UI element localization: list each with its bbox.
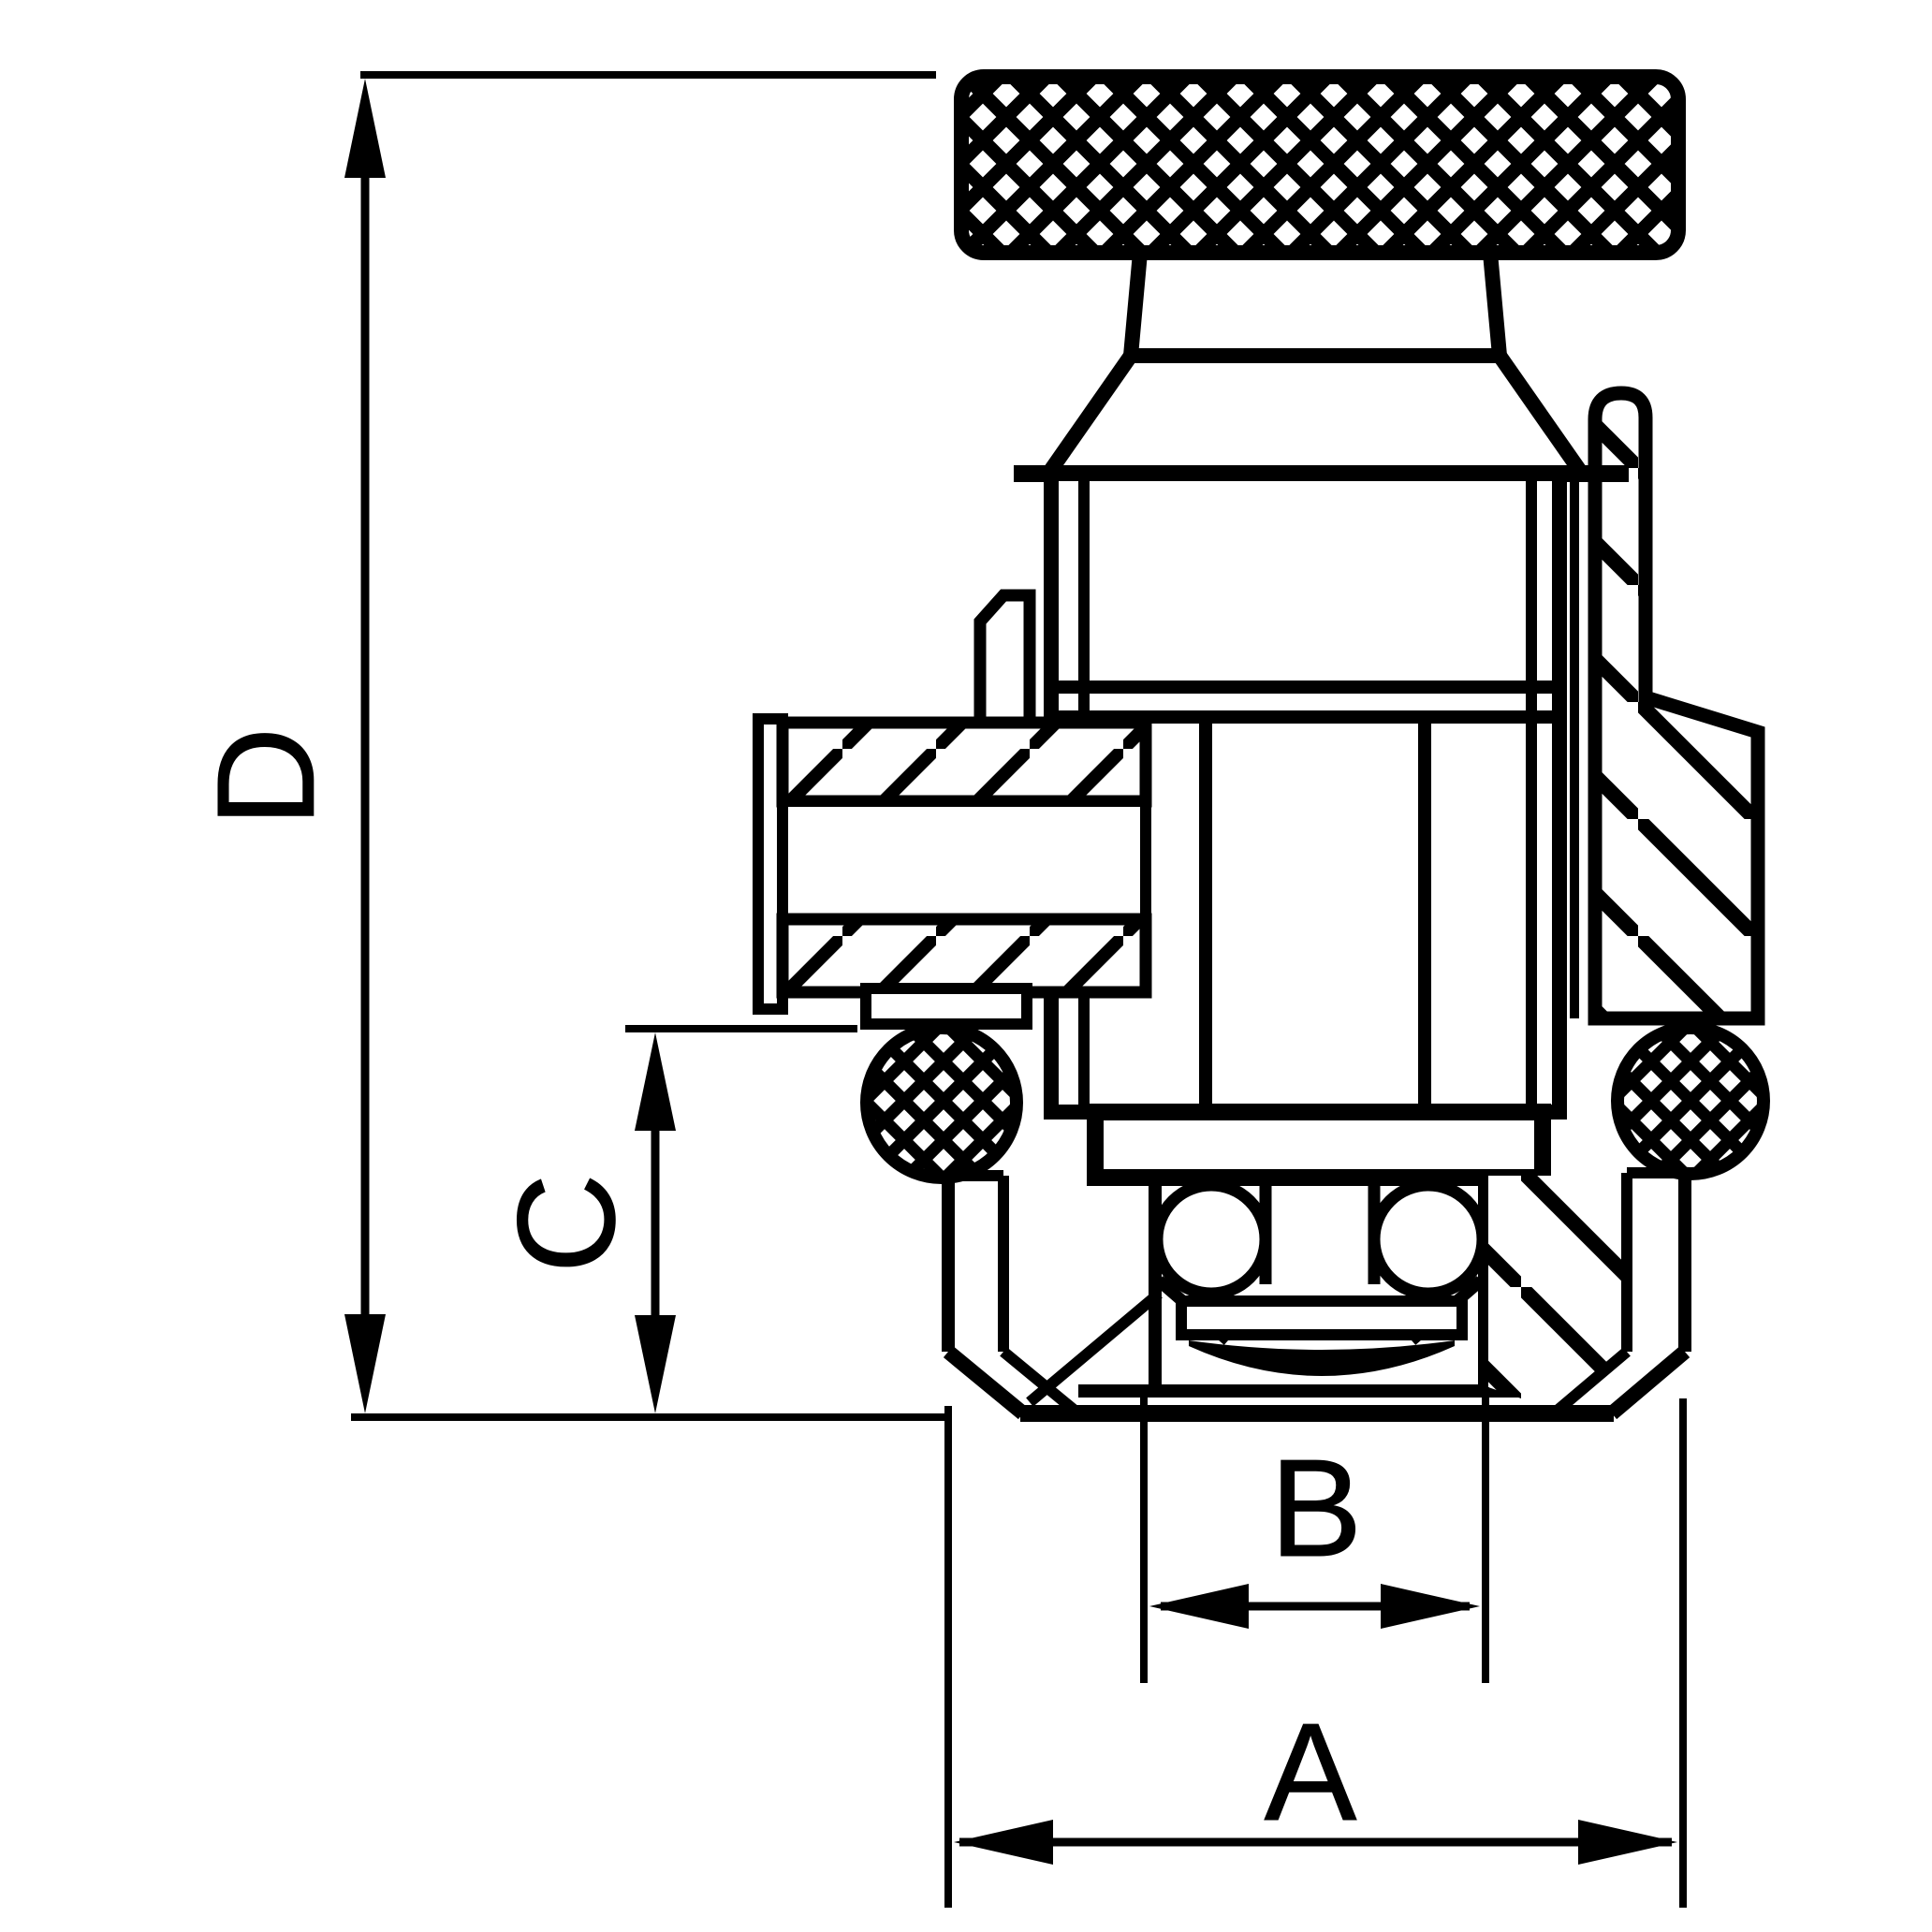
arrowhead-a-right	[1578, 1820, 1677, 1865]
dimension-a-label: A	[1265, 1695, 1357, 1850]
ball-seats	[1078, 1178, 1561, 1398]
dimension-c: C	[489, 1032, 676, 1413]
arrowhead-c-up	[635, 1032, 676, 1131]
dimension-b: B	[1149, 1431, 1480, 1629]
port-lower-flange	[860, 983, 1032, 1030]
port-bore	[777, 796, 1151, 925]
seat-lens	[1189, 1340, 1455, 1376]
hex-left-chamfer-inner	[1000, 1347, 1082, 1418]
port-top-wall-section	[776, 716, 1152, 808]
arrowhead-b-left	[1149, 1584, 1249, 1629]
knob-knurled-section	[954, 69, 1686, 260]
extension-lines	[351, 71, 1687, 1908]
arrowhead-a-left	[954, 1820, 1053, 1865]
washer	[1087, 1104, 1551, 1186]
o-ring-right	[1611, 1021, 1770, 1180]
side-port	[753, 713, 1152, 1030]
hex-right-chamfer-outer	[1606, 1345, 1690, 1420]
stem-neck	[1122, 245, 1508, 363]
o-ring-left	[860, 1021, 1023, 1184]
dimension-d: D	[188, 79, 386, 1413]
port-bottom-wall-section	[776, 913, 1152, 999]
dimension-b-label: B	[1270, 1431, 1363, 1586]
ball-right	[1368, 1178, 1489, 1300]
hex-right-chamfer-inner	[1550, 1347, 1631, 1418]
dimension-d-label: D	[189, 727, 344, 827]
shoulder-trapezoid	[1033, 348, 1597, 481]
o-rings	[860, 1021, 1770, 1184]
lower-hex-nut	[942, 1167, 1691, 1422]
hex-right-wedge-hatch	[1488, 1176, 1627, 1410]
gland-washer	[1087, 1104, 1551, 1186]
right-flange-section	[1588, 386, 1765, 1026]
seat-disc	[1176, 1295, 1468, 1340]
dimension-a: A	[954, 1695, 1677, 1865]
arrowhead-d-up	[344, 79, 386, 178]
right-flange	[1570, 386, 1765, 1026]
arrowhead-c-down	[635, 1315, 676, 1413]
ball-left	[1150, 1178, 1272, 1300]
knurled-adjustment-knob	[954, 69, 1686, 260]
valve-stem	[1122, 245, 1508, 363]
arrowhead-d-down	[344, 1314, 386, 1413]
hex-left-chamfer-outer	[943, 1345, 1029, 1420]
dimension-c-label: C	[490, 1174, 644, 1274]
arrowhead-b-right	[1381, 1584, 1480, 1629]
